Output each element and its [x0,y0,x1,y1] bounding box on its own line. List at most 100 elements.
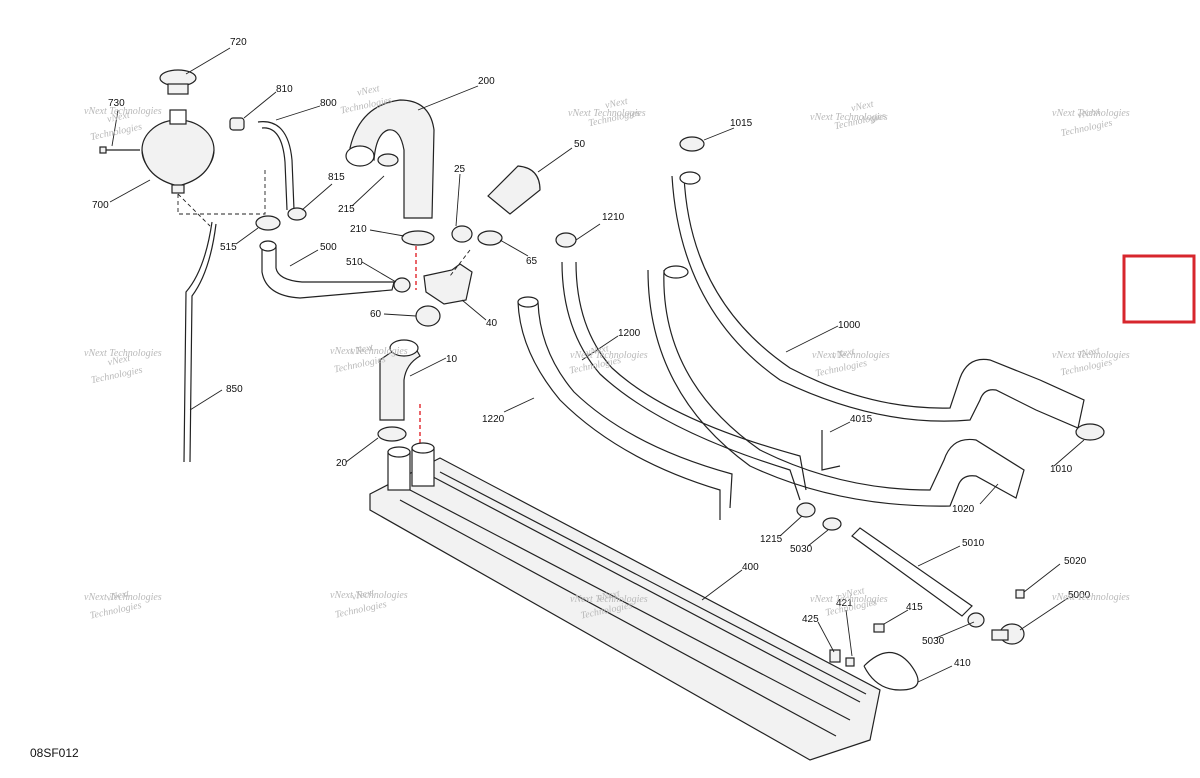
callout-810: 810 [276,84,293,95]
watermark-3a: vNext [604,96,629,112]
elbow-hose-part-200 [349,99,435,219]
callout-65: 65 [526,256,538,267]
callout-700: 700 [92,200,109,211]
callout-10: 10 [446,354,458,365]
callout-500: 500 [320,242,337,253]
watermark-overlay-12: vNext Technologies [1052,592,1130,603]
watermark-5a: vNext [1077,106,1102,122]
clamp-part-25 [451,225,473,243]
callout-1015: 1015 [730,118,753,129]
callout-60: 60 [370,309,382,320]
callout-1020: 1020 [952,504,975,515]
watermark-9a: vNext [831,346,856,362]
callout-5000: 5000 [1068,590,1091,601]
washer-part-421 [845,657,855,667]
pipe-part-1000 [671,175,1085,429]
clamp-part-20 [377,426,407,442]
overflow-hose-part-850 [183,221,217,463]
callout-1000: 1000 [838,320,861,331]
leader-lines [109,47,1085,683]
watermark-overlay-10: vNext Technologies [1052,108,1130,119]
reservoir-cap-part-720 [159,69,197,95]
callout-1010: 1010 [1050,464,1073,475]
callout-210: 210 [350,224,367,235]
tee-guide-dashline [449,249,471,277]
callout-850: 850 [226,384,243,395]
watermark-overlay-2: vNext Technologies [330,346,408,357]
watermark-14a: vNext [841,585,866,601]
callout-415: 415 [906,602,923,613]
watermark-7a: vNext [350,342,375,358]
watermark-overlay-7: vNext Technologies [810,112,888,123]
screw-part-730 [99,146,140,154]
watermark-overlay-1: vNext Technologies [84,106,162,117]
watermark-overlay-14: vNext Technologies [84,592,162,603]
callout-5010: 5010 [962,538,985,549]
callout-5020: 5020 [1064,556,1087,567]
clamp-part-815 [287,207,307,221]
heat-exchanger-part-400 [369,442,881,761]
highlight-box[interactable] [1122,254,1196,324]
reservoir-guide-dashline [177,170,266,215]
clamp-part-5030-a [822,517,842,531]
pipe-part-5010 [851,527,973,617]
hose-part-500 [261,245,395,299]
clamp-part-65 [477,230,503,246]
watermark-overlay-5: vNext Technologies [570,350,648,361]
reservoir-guide-dashline-2 [177,193,211,227]
callout-1220: 1220 [482,414,505,425]
coolant-reservoir-part-700 [141,109,215,194]
callout-400: 400 [742,562,759,573]
callout-labels: 720 810 730 800 200 700 815 25 50 1015 2… [92,37,1091,669]
callout-200: 200 [478,76,495,87]
watermark-2a: vNext [356,83,381,99]
drain-line-part-410 [863,651,919,691]
callout-730: 730 [108,98,125,109]
watermark-overlay-4: vNext Technologies [568,108,646,119]
callout-425: 425 [802,614,819,625]
watermark-1a: vNext [106,110,131,126]
watermark-12b: Technologies [334,599,388,621]
callout-5030-bottom: 5030 [922,636,945,647]
bolt-part-425 [829,649,841,663]
callout-1210: 1210 [602,212,625,223]
watermark-overlay-13: vNext Technologies [84,348,162,359]
fitting-part-5000 [991,623,1025,645]
watermark-overlay-9: vNext Technologies [810,594,888,605]
callout-1215: 1215 [760,534,783,545]
watermark-6a: vNext [107,353,132,369]
clamp-part-60 [415,305,441,327]
clamp-part-210 [401,230,435,246]
vent-hose-part-800 [257,121,295,211]
watermark-9b: Technologies [814,358,868,380]
bracket-part-4015 [821,430,841,471]
watermark-11a: vNext [106,588,131,604]
watermark-8a: vNext [585,343,610,359]
elbow-part-50 [487,165,541,215]
clamp-part-215 [377,153,399,167]
pipe-part-1020 [647,269,1025,507]
callout-421: 421 [836,598,853,609]
watermark-11b: Technologies [89,600,143,622]
callout-815: 815 [328,172,345,183]
watermark-overlay-8: vNext Technologies [812,350,890,361]
clamp-part-510 [393,277,411,293]
watermark-10a: vNext [1076,345,1101,361]
watermark-5b: Technologies [1060,118,1114,140]
callout-510: 510 [346,257,363,268]
clamp-part-810 [229,117,245,131]
plug-part-415 [873,623,885,633]
clamp-part-1010 [1075,423,1105,441]
figure-id: 08SF012 [30,746,79,760]
screw-part-5020 [1015,589,1025,599]
pipe-part-1220 [517,301,733,520]
watermark-overlay-6: vNext Technologies [570,594,648,605]
clamp-part-1215 [796,502,816,518]
callout-20: 20 [336,458,348,469]
callout-40: 40 [486,318,498,329]
clamp-part-1210 [555,232,577,248]
callout-215: 215 [338,204,355,215]
watermark-overlay-11: vNext Technologies [1052,350,1130,361]
callout-720: 720 [230,37,247,48]
